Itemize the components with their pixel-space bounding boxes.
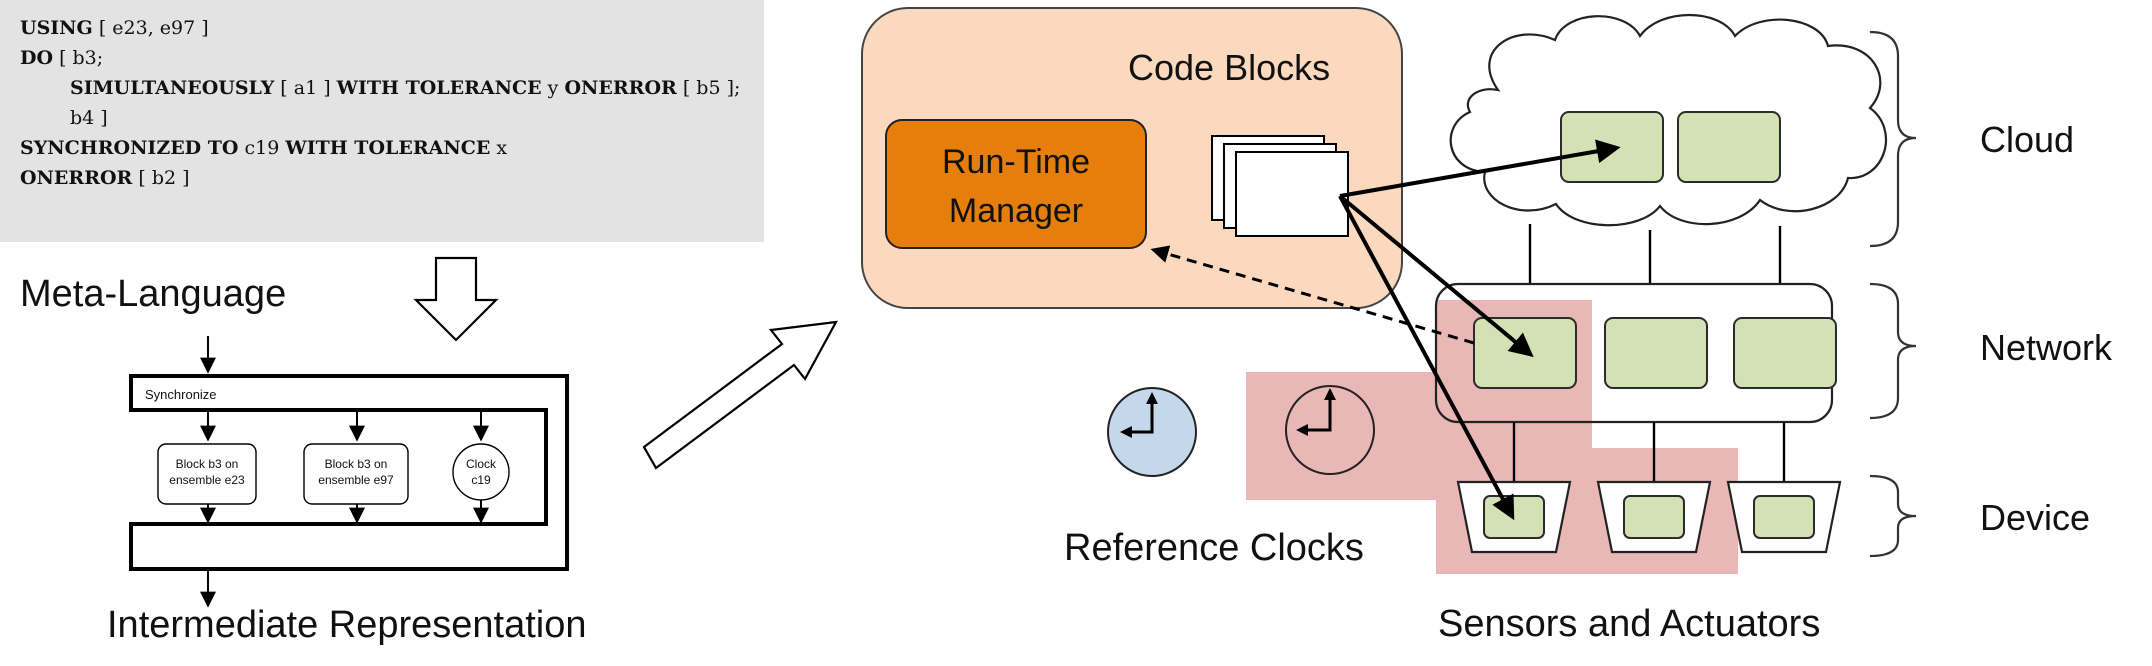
intermediate-representation-graph: Synchronize Block b3 on ensemble e23 Blo…: [129, 336, 569, 608]
code-blocks-label: Code Blocks: [1128, 47, 1330, 88]
code-keyword: ONERROR: [20, 167, 133, 189]
clock-node-line1: Clock: [466, 457, 497, 471]
intermediate-representation-label: Intermediate Representation: [107, 604, 587, 646]
code-line: USING [ e23, e97 ]: [20, 17, 209, 39]
cloud-shape: [1449, 13, 1887, 227]
network-layer-label: Network: [1980, 327, 2113, 368]
device-block-3: [1753, 495, 1815, 539]
code-line: SYNCHRONIZED TO c19 WITH TOLERANCE x: [20, 137, 507, 159]
deployment-arrows: [1338, 139, 1621, 521]
code-line: b4 ]: [70, 107, 108, 129]
code-keyword: ONERROR: [564, 77, 677, 99]
reference-clock-white-icon: [1285, 385, 1375, 475]
clock-node-line2: c19: [471, 473, 491, 487]
cloud-block-2: [1677, 111, 1781, 183]
code-keyword: SIMULTANEOUSLY: [70, 77, 275, 99]
block-e23-line1: Block b3 on: [176, 457, 239, 471]
code-keyword: DO: [20, 47, 53, 69]
code-keyword: SYNCHRONIZED TO: [20, 137, 238, 159]
code-text: c19: [238, 137, 285, 159]
brace-device: [1869, 474, 1917, 558]
code-listing: USING [ e23, e97 ] DO [ b3; SIMULTANEOUSLY…: [20, 17, 740, 189]
network-block-2: [1604, 317, 1708, 389]
sensors-actuators-label: Sensors and Actuators: [1438, 603, 1820, 645]
block-e97-line1: Block b3 on: [325, 457, 388, 471]
runtime-manager-line1: Run-Time: [942, 143, 1090, 181]
code-text: [ b3;: [53, 47, 103, 69]
code-text: [ e23, e97 ]: [93, 17, 209, 39]
reference-clocks-label: Reference Clocks: [1064, 527, 1364, 569]
code-text: x: [490, 137, 507, 159]
code-line: SIMULTANEOUSLY [ a1 ] WITH TOLERANCE y O…: [70, 77, 740, 99]
reference-clock-blue-icon: [1107, 387, 1197, 477]
stacked-documents-icon: [1211, 135, 1349, 237]
code-text: [ b5 ];: [677, 77, 741, 99]
block-e23-line2: ensemble e23: [169, 473, 245, 487]
network-block-3: [1733, 317, 1837, 389]
code-line: DO [ b3;: [20, 47, 103, 69]
code-text: b4 ]: [70, 107, 108, 129]
code-text: [ a1 ]: [274, 77, 336, 99]
code-keyword: WITH TOLERANCE: [336, 77, 542, 99]
clock-c19-node: [452, 443, 510, 501]
runtime-manager-box: [885, 119, 1147, 249]
meta-language-label: Meta-Language: [20, 273, 286, 315]
code-keyword: WITH TOLERANCE: [284, 137, 490, 159]
brace-network: [1869, 282, 1917, 420]
code-panel: [0, 0, 764, 242]
device-block-2: [1623, 495, 1685, 539]
synchronize-label: Synchronize: [145, 387, 217, 402]
brace-cloud: [1869, 30, 1917, 248]
code-text: y: [542, 77, 565, 99]
network-block-1: [1473, 317, 1577, 389]
runtime-manager-line2: Manager: [949, 192, 1083, 230]
code-keyword: USING: [20, 17, 93, 39]
cloud-layer-label: Cloud: [1980, 119, 2074, 160]
device-layer-label: Device: [1980, 497, 2090, 538]
feedback-dashed-arrow: [1150, 245, 1475, 345]
block-e97-line2: ensemble e97: [318, 473, 394, 487]
device-block-1: [1483, 495, 1545, 539]
code-line: ONERROR [ b2 ]: [20, 167, 190, 189]
down-hollow-arrow: [413, 256, 499, 342]
diagonal-hollow-arrow-shape: [642, 320, 838, 470]
code-text: [ b2 ]: [132, 167, 189, 189]
